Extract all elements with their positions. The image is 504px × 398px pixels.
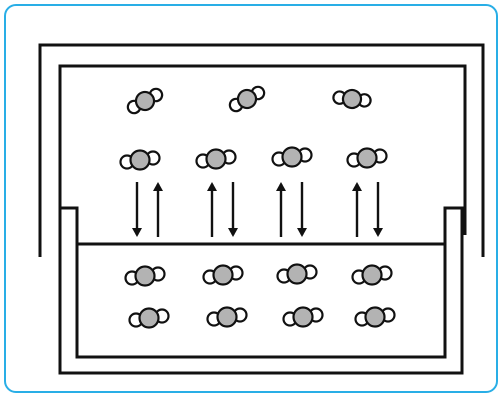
atom-center: [212, 264, 234, 286]
vapor-molecule: [346, 147, 388, 169]
arrow-up: [276, 182, 286, 237]
liquid-molecule: [351, 264, 393, 286]
arrow-down: [373, 182, 383, 237]
atom-center: [138, 307, 160, 329]
vapor-molecule: [119, 149, 161, 171]
atom-center: [216, 306, 238, 328]
liquid-molecule: [124, 265, 166, 287]
atom-center: [286, 263, 308, 285]
container: [58, 206, 464, 375]
arrow-down: [132, 182, 142, 237]
atom-center: [281, 146, 303, 168]
liquid-molecule: [354, 306, 396, 328]
atom-center: [236, 88, 258, 110]
arrow-up: [153, 182, 163, 237]
vapor-molecule: [195, 148, 237, 170]
exchange-arrows: [132, 182, 383, 237]
liquid-molecule: [206, 306, 248, 328]
arrow-up: [207, 182, 217, 237]
arrow-head: [276, 182, 286, 191]
molecules: [119, 85, 396, 329]
arrow-head: [228, 228, 238, 237]
vapor-molecule: [228, 85, 266, 113]
atom-center: [361, 264, 383, 286]
container-outer: [58, 206, 464, 375]
atom-center: [364, 306, 386, 328]
arrow-head: [297, 228, 307, 237]
atom-center: [205, 148, 227, 170]
lid-outer: [38, 43, 485, 257]
arrow-down: [297, 182, 307, 237]
atom-center: [129, 149, 151, 171]
lid-inner: [58, 64, 467, 235]
arrow-head: [207, 182, 217, 191]
atom-center: [292, 306, 314, 328]
atom-center: [341, 88, 363, 110]
liquid-molecule: [276, 263, 318, 285]
atom-center: [356, 147, 378, 169]
arrow-head: [352, 182, 362, 191]
arrow-up: [352, 182, 362, 237]
arrow-down: [228, 182, 238, 237]
arrow-head: [153, 182, 163, 191]
atom-center: [134, 265, 156, 287]
vapor-molecule: [332, 88, 372, 110]
vapor-molecule: [271, 146, 313, 168]
lid-outline: [38, 43, 485, 257]
liquid-molecule: [202, 264, 244, 286]
liquid-molecule: [128, 307, 170, 329]
arrow-head: [373, 228, 383, 237]
arrow-head: [132, 228, 142, 237]
atom-center: [134, 90, 156, 112]
vapor-molecule: [126, 87, 164, 115]
liquid-molecule: [282, 306, 324, 328]
figure-frame: [4, 4, 498, 393]
